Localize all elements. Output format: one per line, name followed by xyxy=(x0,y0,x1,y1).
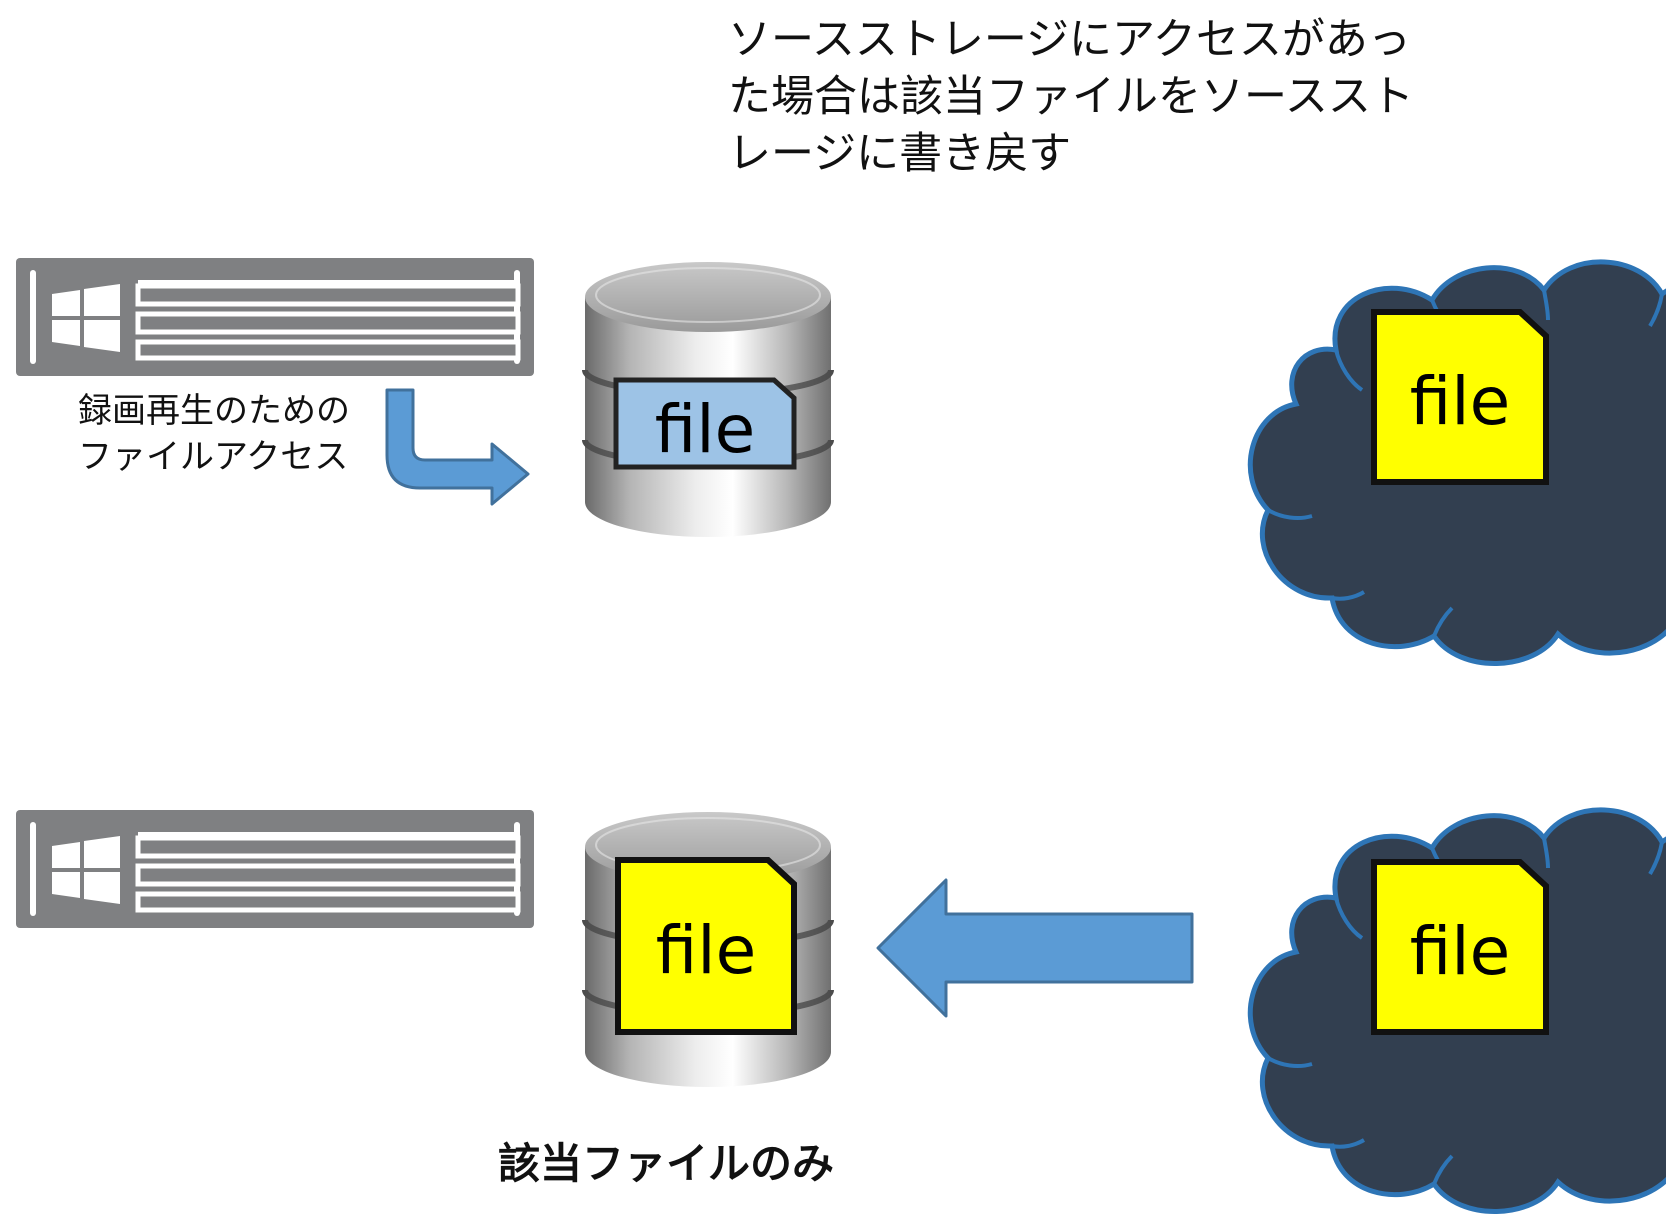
relevant-file-only-label: 該当ファイルのみ xyxy=(498,1139,835,1188)
file-icon: file xyxy=(613,377,797,470)
file-label: file xyxy=(1410,913,1511,990)
bent-arrow-icon xyxy=(385,388,530,506)
file-label: file xyxy=(656,912,757,989)
file-access-label: 録画再生のための ファイルアクセス xyxy=(78,388,388,480)
file-icon: file xyxy=(1371,309,1549,485)
windows-server-icon xyxy=(16,258,534,376)
left-arrow-icon xyxy=(876,878,1194,1018)
caption-line: レージに書き戻す xyxy=(728,129,1072,179)
file-label: file xyxy=(1410,363,1511,440)
writeback-caption: ソースストレージにアクセスがあっ た場合は該当ファイルをソーススト レージに書き… xyxy=(728,12,1508,183)
caption-line: ソースストレージにアクセスがあっ xyxy=(728,15,1411,65)
access-label-line: 録画再生のための xyxy=(78,391,350,431)
windows-server-icon xyxy=(16,810,534,928)
access-label-line: ファイルアクセス xyxy=(78,437,349,477)
file-label: file xyxy=(655,391,756,468)
file-icon: file xyxy=(1371,859,1549,1035)
caption-line: た場合は該当ファイルをソーススト xyxy=(728,72,1414,122)
file-icon: file xyxy=(615,857,797,1035)
